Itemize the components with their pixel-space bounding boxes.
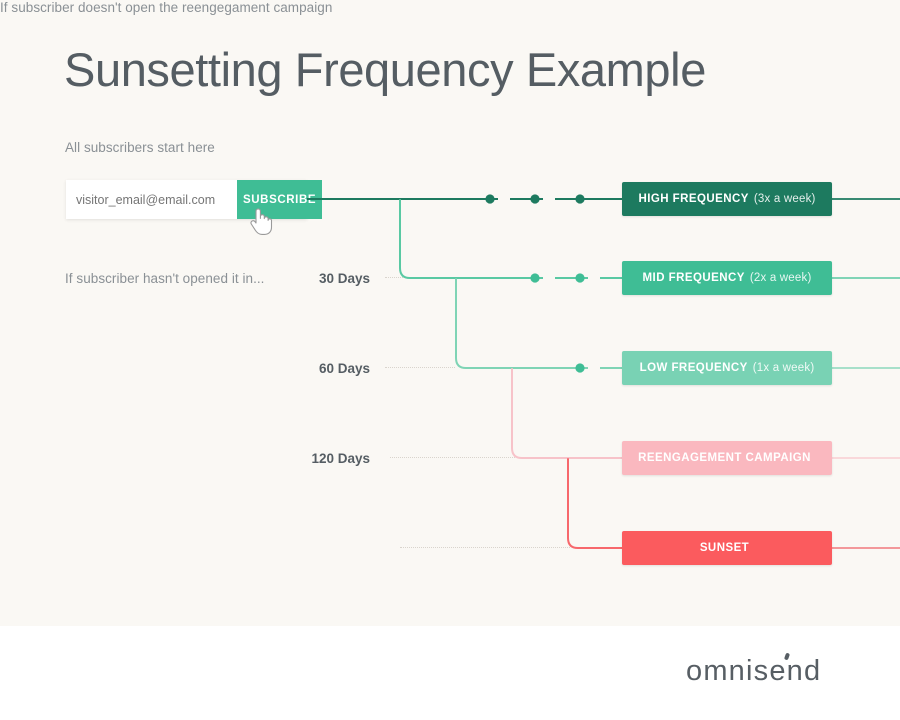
page-title: Sunsetting Frequency Example bbox=[64, 43, 706, 96]
flow-node-high-frequency[interactable]: HIGH FREQUENCY (3x a week) bbox=[622, 182, 832, 216]
note-subscriber-unopened: If subscriber hasn't opened it in... bbox=[65, 271, 265, 286]
subscribe-button[interactable]: SUBSCRIBE bbox=[237, 180, 323, 219]
flow-node-label: LOW FREQUENCY bbox=[639, 362, 748, 374]
flow-node-reengagement-campaign[interactable]: REENGAGEMENT CAMPAIGN bbox=[622, 441, 832, 475]
flow-node-sunset[interactable]: SUNSET bbox=[622, 531, 832, 565]
leader-line-120-days bbox=[390, 457, 515, 458]
leader-line-reengagement bbox=[400, 547, 570, 548]
flow-node-label: HIGH FREQUENCY bbox=[638, 193, 749, 205]
flow-node-label: REENGAGEMENT CAMPAIGN bbox=[638, 452, 811, 464]
leader-line-60-days bbox=[385, 367, 455, 368]
flow-node-label: MID FREQUENCY bbox=[642, 272, 745, 284]
note-all-subscribers-start: All subscribers start here bbox=[65, 140, 215, 155]
flow-node-sublabel: (1x a week) bbox=[752, 362, 815, 374]
day-label-60: 60 Days bbox=[318, 361, 370, 376]
flow-node-mid-frequency[interactable]: MID FREQUENCY (2x a week) bbox=[622, 261, 832, 295]
flow-node-sublabel: (3x a week) bbox=[753, 193, 816, 205]
flow-node-low-frequency[interactable]: LOW FREQUENCY (1x a week) bbox=[622, 351, 832, 385]
footer-panel bbox=[0, 626, 900, 720]
leader-line-30-days bbox=[385, 277, 405, 278]
note-subscriber-reengagement: If subscriber doesn't open the reengegam… bbox=[0, 0, 333, 15]
subscribe-form[interactable]: SUBSCRIBE bbox=[66, 180, 323, 219]
brand-logo-text: omnisend bbox=[686, 655, 822, 687]
brand-logo: omnisend bbox=[686, 652, 822, 688]
day-label-120: 120 Days bbox=[311, 451, 370, 466]
flow-node-sublabel: (2x a week) bbox=[749, 272, 812, 284]
email-input[interactable] bbox=[66, 180, 237, 219]
flow-node-label: SUNSET bbox=[699, 542, 750, 554]
day-label-30: 30 Days bbox=[318, 271, 370, 286]
canvas-panel bbox=[0, 0, 900, 626]
